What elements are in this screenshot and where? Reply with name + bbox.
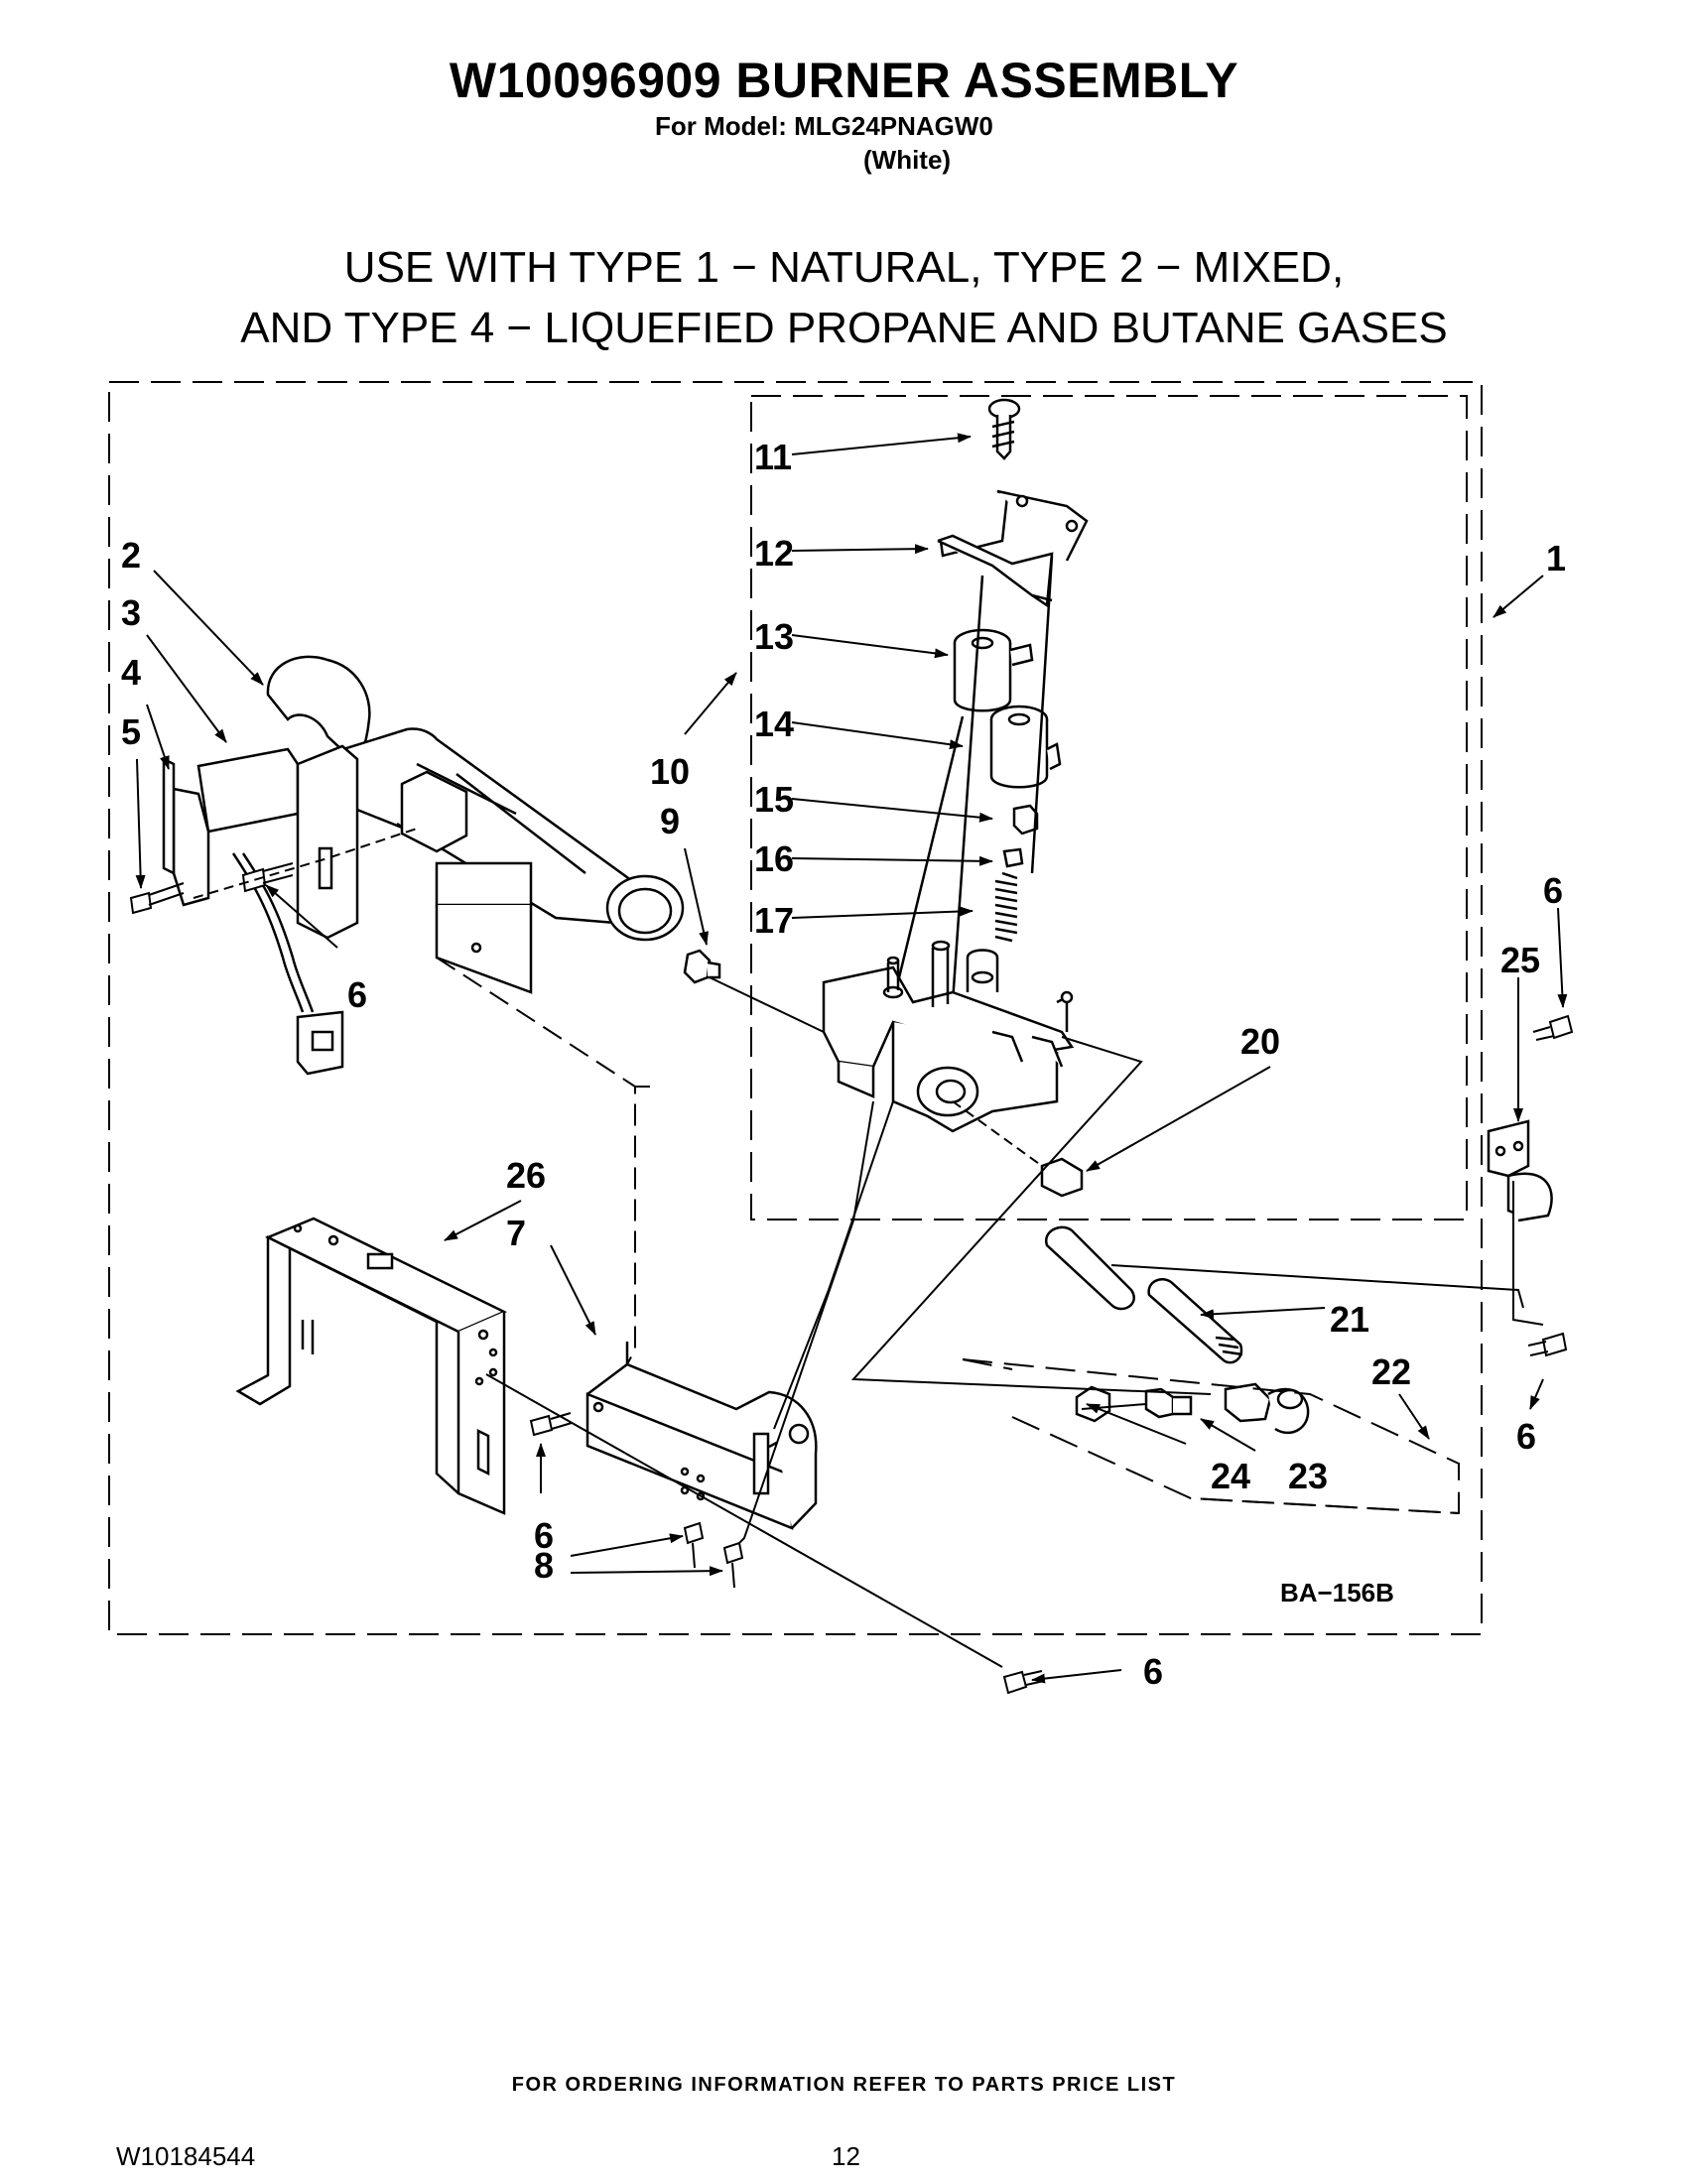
valve-dashed-frame: [750, 395, 1468, 1220]
part-21-pipe: [1044, 1225, 1243, 1364]
callout-6-center: 6: [534, 1515, 554, 1556]
part-20-fitting: [1040, 1157, 1084, 1198]
callout-24: 24: [1211, 1456, 1250, 1496]
callout-12: 12: [754, 533, 794, 574]
part-7-burner-plate: [585, 1342, 818, 1530]
valve-stack: [891, 398, 1089, 1003]
callout-1: 1: [1546, 538, 1566, 578]
part-2-burner-tube: [266, 655, 685, 942]
callout-22: 22: [1371, 1351, 1411, 1392]
screws: [529, 1014, 1574, 1695]
callout-13: 13: [754, 616, 794, 657]
callout-20: 20: [1240, 1021, 1280, 1062]
model-line: For Model: MLG24PNAGW0: [655, 111, 993, 141]
outer-dashed-frame: [108, 381, 1483, 1635]
part-9-orifice: [683, 949, 721, 984]
page-number: 12: [832, 2141, 860, 2171]
callout-23: 23: [1288, 1456, 1328, 1496]
assembly-lines: [193, 828, 1544, 1668]
callout-15: 15: [754, 779, 794, 820]
callout-16: 16: [754, 838, 794, 879]
burner-mount-bracket: [400, 770, 533, 994]
callout-6-left: 6: [347, 974, 367, 1015]
callout-26: 26: [506, 1155, 546, 1196]
callout-14: 14: [754, 704, 794, 744]
callout-17: 17: [754, 900, 794, 941]
callout-11: 11: [754, 437, 792, 477]
parts-22-24-fittings: [1075, 1382, 1310, 1435]
callout-25: 25: [1500, 940, 1540, 980]
document-number: W10184544: [116, 2141, 256, 2171]
ordering-note: FOR ORDERING INFORMATION REFER TO PARTS …: [511, 2074, 1177, 2096]
callout-8-top: 8: [534, 1545, 554, 1586]
part-25-bracket: [1487, 1119, 1553, 1222]
diagram-code: BA−156B: [1280, 1578, 1394, 1607]
gas-type-line-2: AND TYPE 4 − LIQUEFIED PROPANE AND BUTAN…: [240, 304, 1448, 352]
callout-6-right-bottom: 6: [1516, 1416, 1536, 1457]
callout-6-bottom: 6: [1143, 1651, 1163, 1692]
callout-10: 10: [650, 751, 690, 792]
callout-leaders: [135, 433, 1568, 1684]
part-26-mounting-bracket: [235, 1217, 507, 1515]
callout-9: 9: [660, 801, 680, 841]
callout-7: 7: [506, 1213, 526, 1253]
gas-valve-body: [822, 940, 1075, 1133]
parts-3-4-5-ignitor-assembly: [162, 744, 359, 1076]
gas-type-line-1: USE WITH TYPE 1 − NATURAL, TYPE 2 − MIXE…: [343, 243, 1345, 292]
page-title: W10096909 BURNER ASSEMBLY: [449, 53, 1239, 108]
screw-group-left: [129, 862, 294, 915]
callout-labels: 11 12 13 14 15 16 17 1 10 9 2 3 4 5 6 20…: [121, 437, 1566, 1692]
callout-2: 2: [121, 535, 141, 576]
callout-4: 4: [121, 652, 141, 693]
callout-5: 5: [121, 711, 141, 752]
callout-6-right-top: 6: [1543, 870, 1563, 911]
callout-21: 21: [1330, 1299, 1369, 1340]
color-line: (White): [863, 145, 952, 175]
callout-3: 3: [121, 592, 141, 633]
